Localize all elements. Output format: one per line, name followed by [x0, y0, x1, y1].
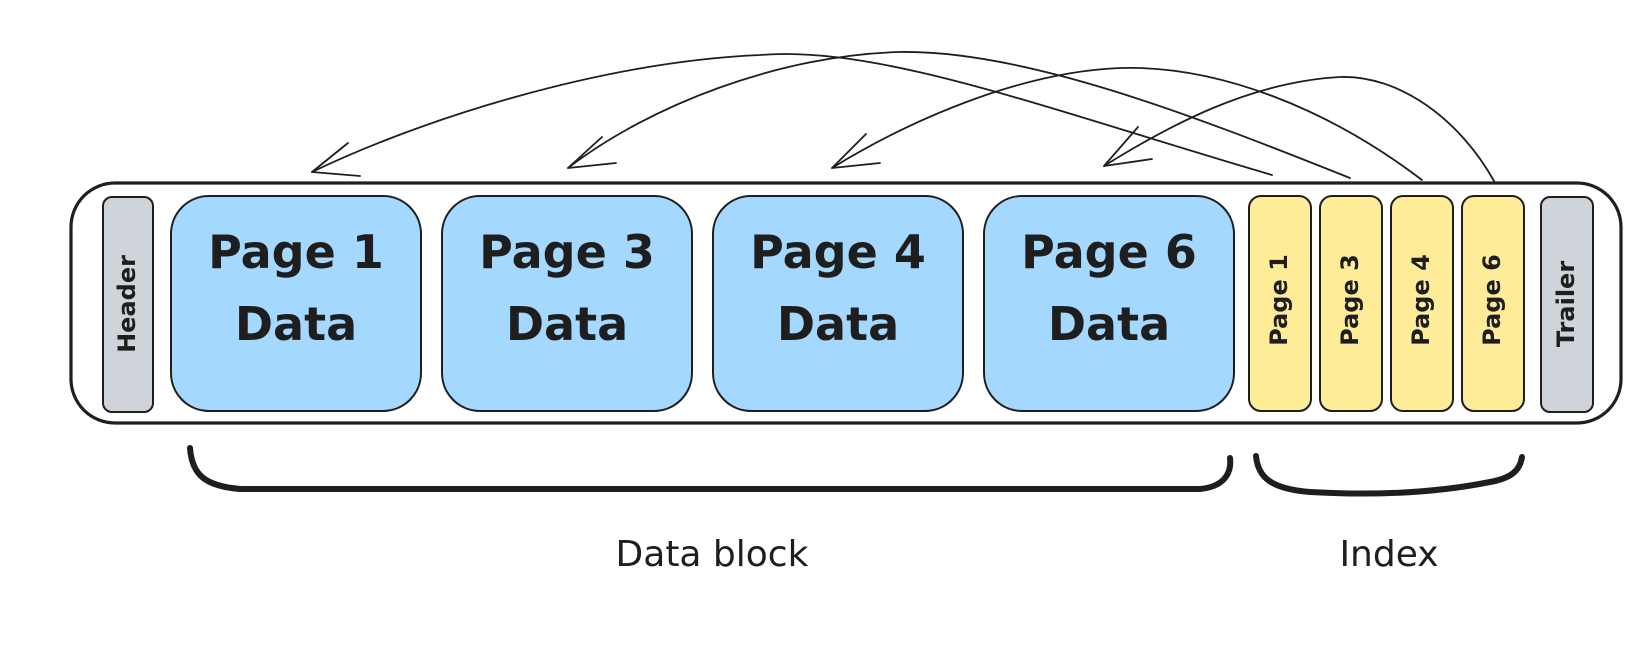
data-page-subtitle: Data [235, 297, 357, 351]
data-page-6: Page 6 Data [983, 195, 1235, 412]
arrow-index-page1-head [311, 142, 361, 177]
index-entry-page3: Page 3 [1319, 195, 1383, 412]
trailer-box [1540, 196, 1594, 413]
data-block-brace [187, 445, 1234, 492]
data-page-subtitle: Data [777, 297, 899, 351]
index-entry-label: Page 1 [1265, 254, 1293, 346]
data-page-subtitle: Data [1048, 297, 1170, 351]
data-page-1: Page 1 Data [170, 195, 422, 412]
trailer-label: Trailer [1552, 261, 1580, 347]
data-page-box [170, 195, 422, 412]
data-page-3: Page 3 Data [441, 195, 693, 412]
arrow-index-page3-to-data-page3 [567, 51, 1351, 179]
index-brace [1253, 453, 1525, 497]
index-entry-page1: Page 1 [1248, 195, 1312, 412]
index-entry-box [1390, 195, 1454, 412]
arrow-index-page3-head [567, 136, 617, 169]
data-page-title: Page 4 [750, 225, 926, 279]
index-entry-box [1248, 195, 1312, 412]
index-entry-box [1461, 195, 1525, 412]
index-entry-page4: Page 4 [1390, 195, 1454, 412]
arrow-index-page4-head [831, 133, 881, 169]
index-entry-box [1319, 195, 1383, 412]
header-segment: Header [102, 196, 154, 413]
data-page-4: Page 4 Data [712, 195, 964, 412]
index-entry-label: Page 3 [1336, 254, 1364, 346]
data-page-box [712, 195, 964, 412]
trailer-segment: Trailer [1540, 196, 1594, 413]
index-pointer-arrows [311, 51, 1495, 182]
index-label: Index [1339, 534, 1438, 575]
data-block-label: Data block [616, 534, 809, 575]
index-entry-label: Page 4 [1407, 254, 1435, 346]
arrow-index-page1-to-data-page1 [311, 53, 1273, 176]
arrow-index-page6-head [1103, 126, 1153, 167]
file-container [69, 181, 1623, 425]
arrow-index-page4-to-data-page4 [831, 67, 1423, 181]
data-page-box [983, 195, 1235, 412]
header-label: Header [113, 255, 141, 353]
data-page-title: Page 3 [479, 225, 655, 279]
data-page-title: Page 6 [1021, 225, 1197, 279]
header-box [102, 196, 154, 413]
data-page-subtitle: Data [506, 297, 628, 351]
data-page-box [441, 195, 693, 412]
data-page-title: Page 1 [208, 225, 384, 279]
index-entry-label: Page 6 [1478, 254, 1506, 346]
index-entries: Page 1 Page 3 Page 4 Page 6 [1248, 195, 1525, 412]
index-entry-page6: Page 6 [1461, 195, 1525, 412]
data-block-pages: Page 1 Data Page 3 Data Page 4 Data Page… [170, 195, 1235, 412]
arrow-index-page6-to-data-page6 [1103, 76, 1495, 182]
